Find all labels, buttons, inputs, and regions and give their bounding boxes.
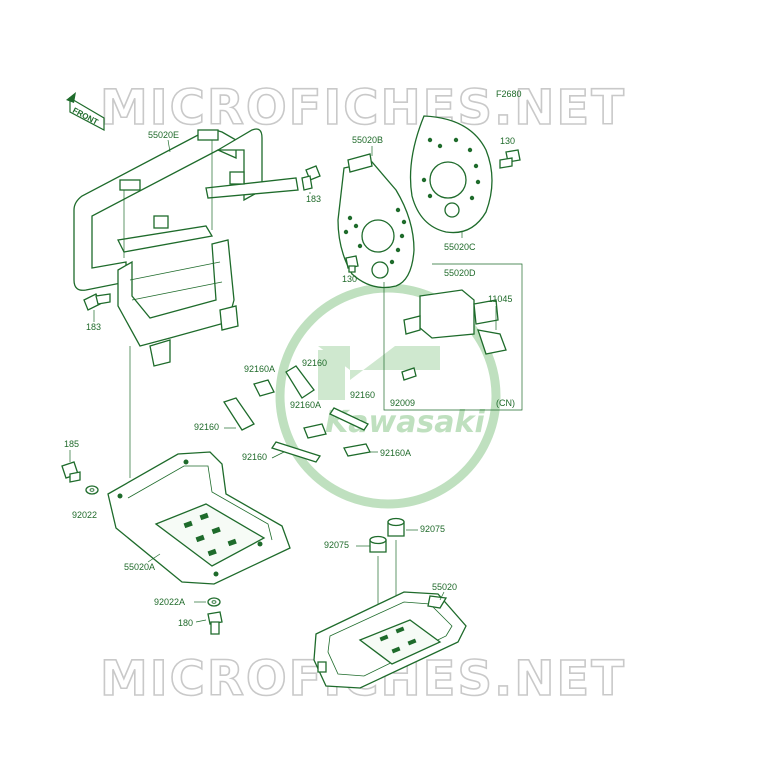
label-92160A-1: 92160A [244,364,275,374]
collar-92075-left [369,535,387,553]
figure-code: F2680 [496,89,522,99]
bolt-180 [207,611,223,635]
label-92022A: 92022A [154,597,185,607]
label-92160-3: 92160 [194,422,219,432]
label-55020A: 55020A [124,562,155,572]
part-55020E-front-guard [73,128,299,478]
label-92075-right: 92075 [420,524,445,534]
front-arrow-icon: FRONT [66,92,105,131]
label-183-upper: 183 [306,194,321,204]
label-185: 185 [64,439,79,449]
label-183-lower: 183 [86,322,101,332]
label-92160A-3: 92160A [380,448,411,458]
kawasaki-logo: Kawasaki [275,283,501,509]
label-92160-2: 92160 [350,390,375,400]
part-55020D-box [383,263,523,411]
part-55020A-skid-plate [107,451,291,585]
washer-92022 [85,485,99,495]
label-180: 180 [178,618,193,628]
label-92009: 92009 [390,398,415,408]
washer-92022A [207,597,221,607]
label-92160-1: 92160 [302,358,327,368]
label-11045: 11045 [488,294,512,304]
watermark-top: MICROFICHES.NET [100,80,626,136]
bolt-130-upper [499,149,521,169]
part-55020B-mudguard [337,153,415,289]
label-55020D: 55020D [444,268,476,278]
collar-92075-right [387,517,405,537]
label-55020E: 55020E [148,130,179,140]
bolt-130-lower [345,255,359,273]
part-55020-rack [313,591,467,689]
label-130-lower: 130 [342,274,357,284]
label-92075-left: 92075 [324,540,349,550]
bolt-185 [61,461,81,483]
label-55020B: 55020B [352,135,383,145]
pads-92160-group [223,365,371,463]
label-55020C: 55020C [444,242,476,252]
bolt-183-lower [83,293,111,311]
part-55020C-mudguard [409,115,493,234]
bolt-183-upper [301,165,321,191]
label-55020: 55020 [432,582,457,592]
label-92160A-2: 92160A [290,400,321,410]
label-CN: (CN) [496,398,515,408]
label-92160-4: 92160 [242,452,267,462]
label-130-upper: 130 [500,136,515,146]
label-92022: 92022 [72,510,97,520]
